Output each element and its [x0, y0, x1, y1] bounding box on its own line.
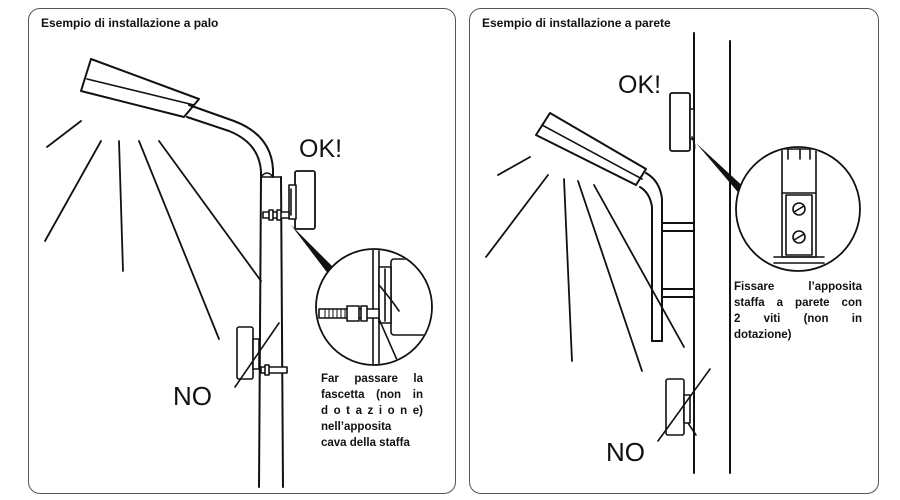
pole-install-note: Far passare la fascetta (non in d o t a …	[321, 371, 423, 451]
note-line: Fissare l’apposita	[734, 281, 862, 293]
ok-sensor-unit	[262, 170, 316, 230]
wall-lamp-arm	[639, 172, 695, 342]
light-rays	[44, 120, 262, 340]
street-lamp-head	[80, 58, 200, 118]
lamp-arm	[186, 104, 274, 178]
light-rays	[485, 156, 685, 372]
no-incorrect-label: NO	[606, 437, 645, 467]
note-line: Far passare la	[321, 373, 423, 385]
wall-lamp-head	[535, 112, 647, 186]
ok-correct-label: OK!	[618, 71, 662, 99]
wall-installation-title: Esempio di installazione a parete	[482, 16, 671, 30]
note-line: d o t a z i o n e)	[321, 405, 423, 417]
note-line: 2 viti (non in	[734, 313, 862, 325]
wall-installation-panel: Esempio di installazione a parete	[469, 8, 879, 494]
wall	[693, 32, 731, 474]
wall-install-note: Fissare l’apposita staffa a parete con 2…	[734, 279, 862, 343]
note-line: cava della staffa	[321, 437, 410, 449]
wall-installation-illustration	[485, 32, 861, 474]
wall-bracket-detail-zoom	[735, 146, 861, 272]
no-sensor-unit	[234, 322, 288, 388]
pole-installation-illustration	[44, 58, 433, 488]
pole-installation-title: Esempio di installazione a palo	[41, 16, 219, 30]
zoom-pointer	[291, 225, 335, 275]
note-line: staffa a parete con	[734, 297, 862, 309]
zoom-pointer	[696, 143, 748, 197]
note-line: fascetta (non in	[321, 389, 423, 401]
note-line: nell’apposita	[321, 421, 392, 433]
ok-correct-label: OK!	[299, 135, 343, 163]
pole	[258, 172, 284, 488]
bracket-detail-zoom	[315, 248, 433, 366]
note-line: dotazione)	[734, 329, 792, 341]
no-incorrect-label: NO	[173, 381, 212, 411]
ok-sensor-unit	[669, 92, 696, 152]
no-sensor-unit	[657, 368, 711, 442]
pole-installation-panel: Esempio di installazione a palo	[28, 8, 456, 494]
